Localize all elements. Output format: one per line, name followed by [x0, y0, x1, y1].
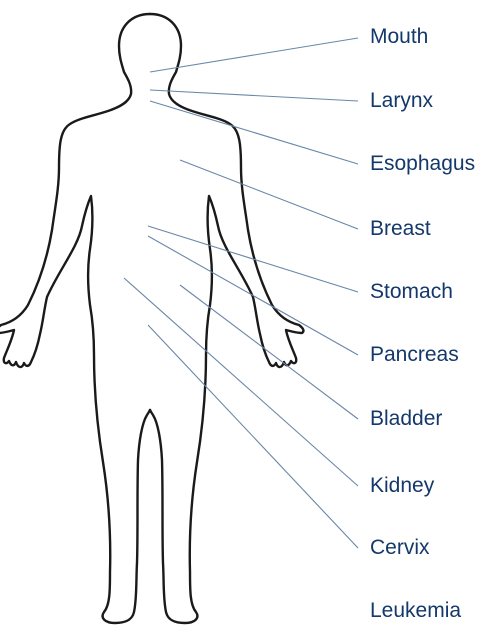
leader-line-larynx — [150, 90, 358, 101]
leader-line-esophagus — [150, 101, 358, 164]
label-esophagus: Esophagus — [370, 152, 475, 176]
label-kidney: Kidney — [370, 474, 434, 498]
label-leukemia: Leukemia — [370, 599, 461, 623]
leader-line-cervix — [148, 325, 358, 548]
label-breast: Breast — [370, 217, 431, 241]
label-stomach: Stomach — [370, 280, 453, 304]
label-pancreas: Pancreas — [370, 343, 459, 367]
leader-lines — [124, 38, 358, 548]
label-mouth: Mouth — [370, 25, 428, 49]
leader-line-kidney — [124, 278, 358, 486]
body-outline — [0, 14, 303, 623]
label-bladder: Bladder — [370, 407, 442, 431]
leader-line-stomach — [148, 226, 358, 292]
label-cervix: Cervix — [370, 536, 430, 560]
label-larynx: Larynx — [370, 89, 433, 113]
